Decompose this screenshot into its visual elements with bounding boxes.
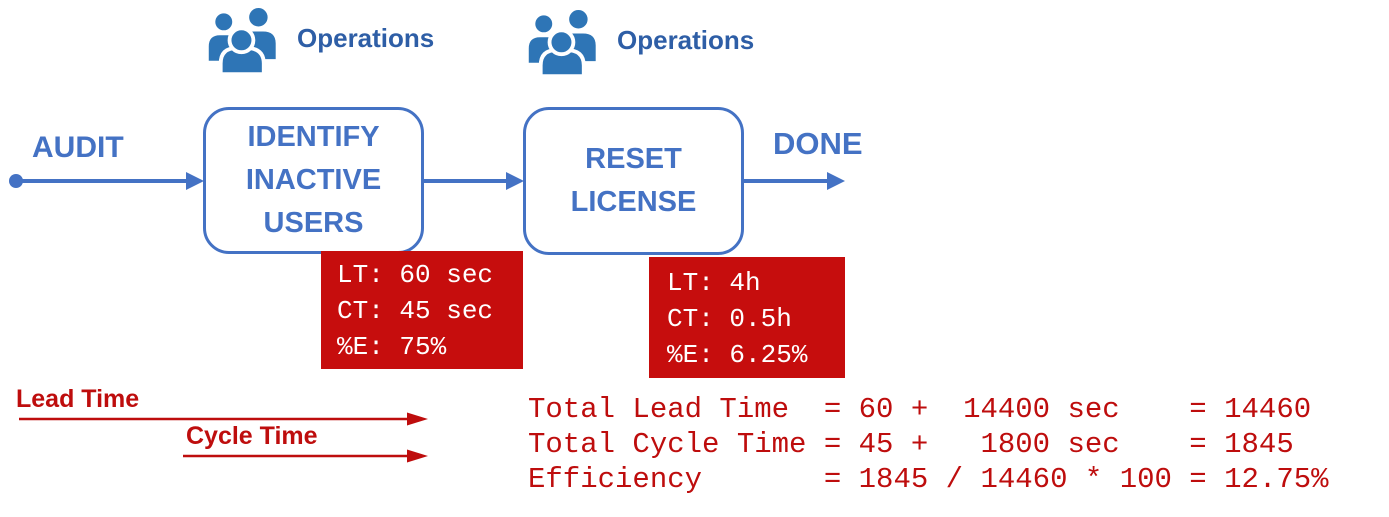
actor-group-step2: Operations [523,2,754,78]
audit-arrow [9,172,204,190]
process-step-identify-inactive-users: IDENTIFY INACTIVE USERS [203,107,424,254]
metrics-box-step1: LT: 60 sec CT: 45 sec %E: 75% [321,251,523,369]
lead-time-label: Lead Time [16,385,140,413]
step1-to-step2-arrow [424,172,524,190]
process-step-label: IDENTIFY INACTIVE USERS [245,121,382,239]
cycle-time-label: Cycle Time [186,422,318,450]
process-step-label: RESET LICENSE [570,143,697,218]
total-cycle-time-line: Total Cycle Time = 45 + 1800 sec = 1845 [528,428,1294,461]
process-step-reset-license: RESET LICENSE [523,107,744,255]
total-lead-time-line: Total Lead Time = 60 + 14400 sec = 14460 [528,393,1312,426]
step2-to-done-arrow [744,172,845,190]
cycle-time-arrow [183,449,428,463]
actor-label: Operations [297,22,435,53]
metrics-box-step2: LT: 4h CT: 0.5h %E: 6.25% [649,257,845,378]
calculations-block: Total Lead Time = 60 + 14400 sec = 14460… [528,392,1329,497]
flow-start-label: AUDIT [32,131,124,164]
people-group-icon [524,6,600,77]
people-group-icon [204,4,280,75]
efficiency-line: Efficiency = 1845 / 14460 * 100 = 12.75% [528,463,1329,496]
actor-group-step1: Operations [203,0,434,76]
actor-label: Operations [617,24,755,55]
flow-end-label: DONE [773,126,863,161]
